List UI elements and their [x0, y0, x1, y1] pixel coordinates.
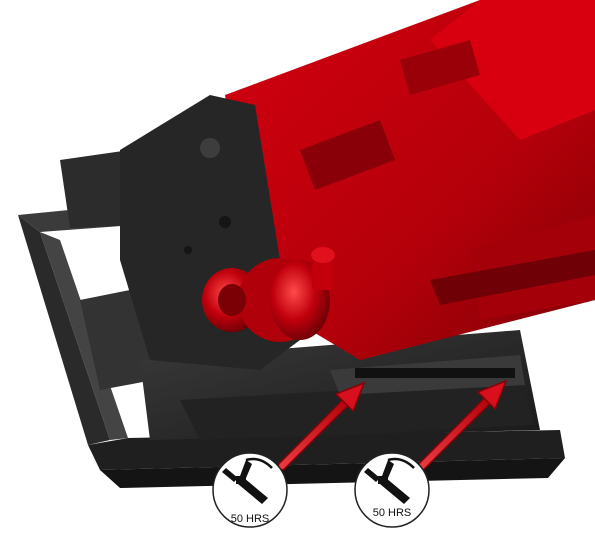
arrow-2: [417, 379, 508, 471]
interval-label: 50 HRS: [373, 507, 412, 519]
grease-gun-icon: [364, 457, 415, 504]
arrow-1: [277, 381, 366, 471]
lube-callout-1: 50 HRS: [212, 452, 288, 528]
lube-callout-2: 50 HRS: [354, 452, 430, 528]
grease-gun-icon: [222, 457, 273, 504]
interval-label: 50 HRS: [231, 513, 270, 525]
slew-motor: [202, 247, 335, 342]
